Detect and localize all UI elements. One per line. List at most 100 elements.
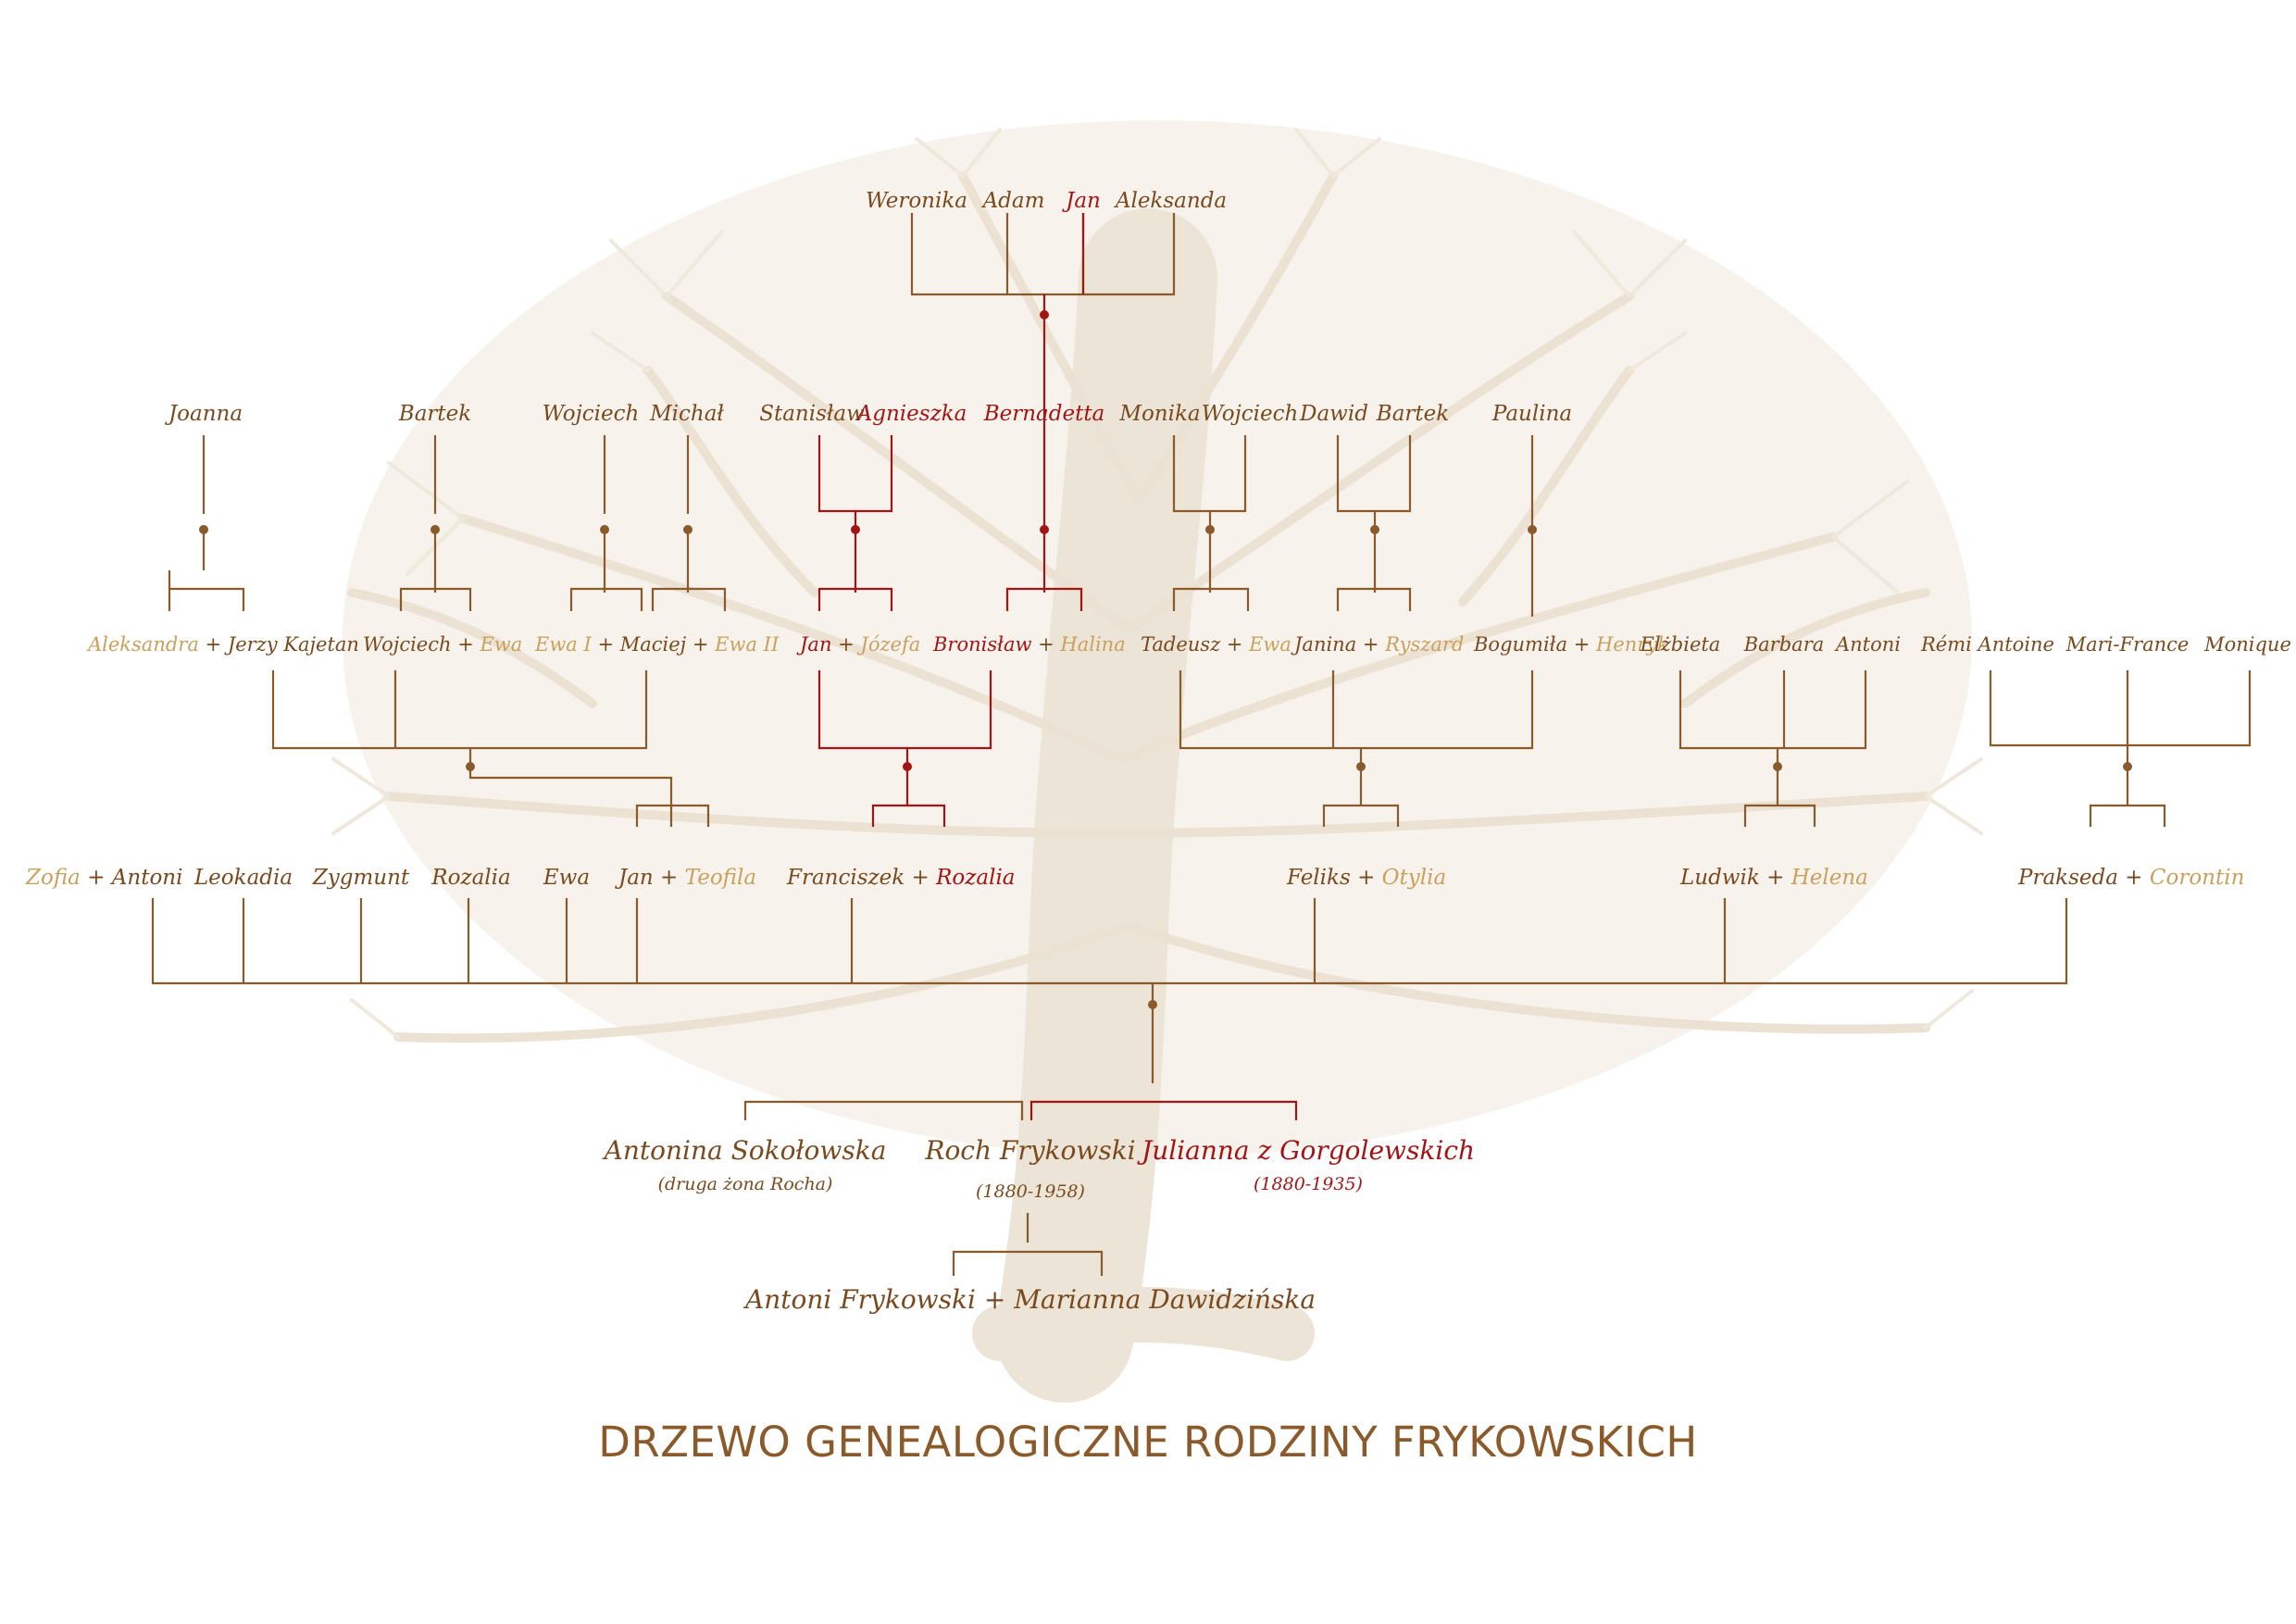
person-feliks: Feliks [1286, 866, 1351, 890]
plus-sign: + [654, 866, 685, 890]
person-remi-antoine: Rémi Antoine [1920, 633, 2054, 656]
person-jan: Jan [796, 633, 831, 656]
couple-zofia-antoni: Zofia + Antoni [25, 866, 182, 890]
person-leokadia: Leokadia [193, 866, 293, 890]
person-jozefa: Józefa [856, 633, 920, 656]
couple-prakseda-corontin: Prakseda + Corontin [2017, 866, 2244, 890]
person-otylia: Otylia [1382, 866, 1447, 890]
person-corontin: Corontin [2150, 866, 2245, 890]
couple-feliks-otylia: Feliks + Otylia [1286, 866, 1446, 890]
years-roch: (1880-1958) [976, 1181, 1085, 1202]
person-julianna-z-gorgolewskich: Julianna z Gorgolewskich [1137, 1135, 1475, 1166]
plus-sign: + [452, 633, 480, 656]
couple-ewa-i-maciej-ewa-ii: Ewa I + Maciej + Ewa II [534, 633, 780, 656]
person-antonina-sokolowska: Antonina Sokołowska [602, 1135, 887, 1166]
person-rozalia: Rozalia [430, 866, 510, 890]
plus-sign: + [905, 866, 936, 890]
plus-sign: + [199, 633, 228, 656]
generation-4: Joanna Bartek Wojciech Michał Stanisław … [165, 402, 1572, 426]
tree-branches [347, 171, 1930, 1043]
couple-tadeusz-ewa: Tadeusz + Ewa [1141, 633, 1292, 656]
person-bartek-2: Bartek [1376, 402, 1449, 426]
person-janina: Janina [1291, 633, 1356, 656]
generation-2: Zofia + Antoni Leokadia Zygmunt Rozalia … [25, 866, 2244, 890]
background-tree-illustration [331, 120, 1983, 1403]
plus-sign: + [1220, 633, 1249, 656]
person-maciej: Maciej [619, 633, 687, 656]
person-jan: Jan [1062, 189, 1101, 213]
person-zofia: Zofia [25, 866, 81, 890]
tree-twigs [331, 128, 1983, 1039]
person-ewa-2: Ewa [1248, 633, 1292, 656]
couple-antoni-marianna: Antoni Frykowski + Marianna Dawidzińska [742, 1284, 1316, 1315]
person-roch-frykowski: Roch Frykowski [924, 1135, 1135, 1166]
junction-dot [1040, 525, 1049, 534]
person-barbara: Barbara [1743, 633, 1825, 656]
person-wojciech: Wojciech [543, 402, 640, 426]
person-bronislaw: Bronisław [932, 633, 1031, 656]
person-ewa: Ewa [479, 633, 522, 656]
couple-bogumila-henryk: Bogumiła + Henryk [1473, 633, 1669, 656]
person-aleksanda: Aleksanda [1114, 189, 1227, 213]
junction-dot [199, 525, 208, 534]
person-aleksandra: Aleksandra [86, 633, 199, 656]
person-tadeusz: Tadeusz [1141, 633, 1221, 656]
person-adam: Adam [981, 189, 1045, 213]
person-elzbieta: Elżbieta [1640, 633, 1721, 656]
connector-lines [151, 213, 2252, 1276]
junction-dot [1148, 1000, 1157, 1009]
junction-dot [1040, 310, 1049, 319]
person-stanislaw: Stanisław [759, 402, 865, 426]
junction-dot [1773, 762, 1782, 771]
couple-jan-jozefa: Jan + Józefa [796, 633, 920, 656]
person-ryszard: Ryszard [1384, 633, 1464, 656]
plus-sign: + [1567, 633, 1596, 656]
junction-dot [851, 525, 860, 534]
generation-3: Aleksandra + Jerzy Kajetan Wojciech + Ew… [86, 633, 2291, 656]
junction-dot [430, 525, 440, 534]
junction-dot [1370, 525, 1379, 534]
junction-dot [1528, 525, 1537, 534]
person-mari-france: Mari-France [2065, 633, 2190, 656]
person-prakseda: Prakseda [2017, 866, 2118, 890]
plus-sign: + [976, 1284, 1014, 1315]
person-teofila: Teofila [685, 866, 756, 890]
couple-aleksandra-jerzy: Aleksandra + Jerzy Kajetan [86, 633, 359, 656]
junction-dot [600, 525, 609, 534]
plus-sign: + [592, 633, 620, 656]
generation-1: Antonina Sokołowska (druga żona Rocha) R… [602, 1135, 1475, 1202]
person-bogumila: Bogumiła [1473, 633, 1567, 656]
person-ludwik: Ludwik [1679, 866, 1760, 890]
plus-sign: + [1031, 633, 1060, 656]
junction-dot [1356, 762, 1366, 771]
person-rozalia-2: Rozalia [935, 866, 1015, 890]
person-zygmunt: Zygmunt [312, 866, 410, 890]
person-jan: Jan [615, 866, 654, 890]
person-joanna: Joanna [165, 402, 243, 426]
plus-sign: + [81, 866, 112, 890]
couple-bronislaw-halina: Bronisław + Halina [932, 633, 1126, 656]
couple-jan-teofila: Jan + Teofila [615, 866, 756, 890]
person-paulina: Paulina [1491, 402, 1572, 426]
person-michal: Michał [649, 402, 724, 426]
person-ewa-ii: Ewa II [714, 633, 780, 656]
plus-sign: + [1351, 866, 1382, 890]
person-monika: Monika [1118, 402, 1200, 426]
couple-janina-ryszard: Janina + Ryszard [1291, 633, 1464, 656]
note-second-wife: (druga żona Rocha) [658, 1174, 833, 1194]
person-helena: Helena [1791, 866, 1868, 890]
person-dawid: Dawid [1299, 402, 1368, 426]
plus-sign: + [2118, 866, 2150, 890]
generation-0: Antoni Frykowski + Marianna Dawidzińska [742, 1284, 1316, 1315]
person-antoni: Antoni [1834, 633, 1901, 656]
person-ewa-i: Ewa I [534, 633, 593, 656]
tree-roots [972, 1287, 1315, 1361]
person-ewa: Ewa [543, 866, 590, 890]
plus-sign: + [1356, 633, 1385, 656]
junction-dot [683, 525, 693, 534]
couple-franciszek-rozalia: Franciszek + Rozalia [786, 866, 1016, 890]
person-wojciech-2: Wojciech [1202, 402, 1299, 426]
plus-sign: + [686, 633, 715, 656]
